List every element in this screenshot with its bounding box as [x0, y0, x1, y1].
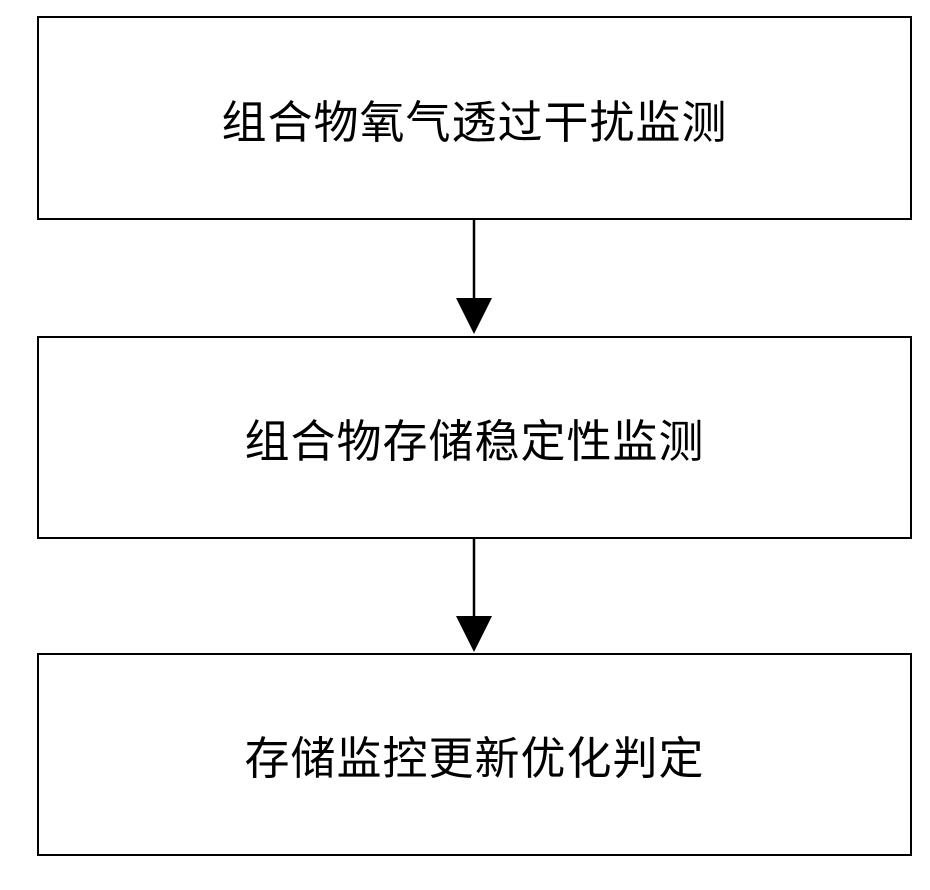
step-box-2: 组合物存储稳定性监测	[37, 336, 912, 539]
step-box-3: 存储监控更新优化判定	[37, 653, 912, 856]
arrow-2	[456, 539, 492, 652]
step-label-2: 组合物存储稳定性监测	[244, 405, 704, 470]
arrow-1	[456, 220, 492, 334]
step-label-3: 存储监控更新优化判定	[244, 722, 704, 787]
